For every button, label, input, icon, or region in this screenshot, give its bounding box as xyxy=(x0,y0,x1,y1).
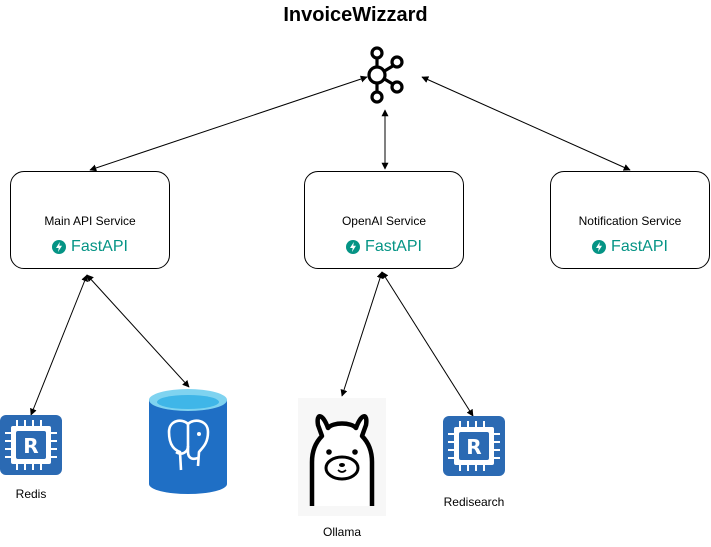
svg-text:R: R xyxy=(23,434,38,458)
notification-service-box: Notification Service FastAPI xyxy=(550,171,710,269)
notification-framework: FastAPI xyxy=(551,238,709,256)
edge-main-postgres xyxy=(86,274,190,388)
ollama-caption: Ollama xyxy=(322,525,361,539)
edge-openai-ollama xyxy=(340,271,384,397)
diagram-title: InvoiceWizzard xyxy=(283,4,428,26)
fastapi-icon xyxy=(52,240,67,254)
fastapi-icon xyxy=(346,240,361,254)
azure-postgres-icon xyxy=(149,389,227,494)
openai-framework: FastAPI xyxy=(305,238,463,256)
openai-framework-label: FastAPI xyxy=(365,238,422,255)
redis-caption: Redis xyxy=(15,487,47,501)
svg-text:R: R xyxy=(466,435,481,459)
notification-service-label: Notification Service xyxy=(578,214,682,228)
main-api-framework: FastAPI xyxy=(11,238,169,256)
edge-hub-main xyxy=(89,75,368,172)
redisearch-chip-icon: R xyxy=(443,416,505,476)
fastapi-icon xyxy=(592,240,607,254)
redisearch-caption: Redisearch xyxy=(443,495,505,509)
redis-chip-icon: R xyxy=(0,415,62,475)
edge-openai-redisearch xyxy=(381,271,474,417)
kafka-icon xyxy=(367,46,404,104)
edge-hub-notification xyxy=(421,76,631,171)
main-api-service-box: Main API Service FastAPI xyxy=(10,171,170,269)
ollama-llama-icon xyxy=(298,398,386,516)
main-api-framework-label: FastAPI xyxy=(71,238,128,255)
main-api-service-label: Main API Service xyxy=(44,214,136,228)
edge-main-redis xyxy=(30,274,88,416)
openai-service-box: OpenAI Service FastAPI xyxy=(304,171,464,269)
openai-service-label: OpenAI Service xyxy=(341,214,427,228)
notification-framework-label: FastAPI xyxy=(611,238,668,255)
